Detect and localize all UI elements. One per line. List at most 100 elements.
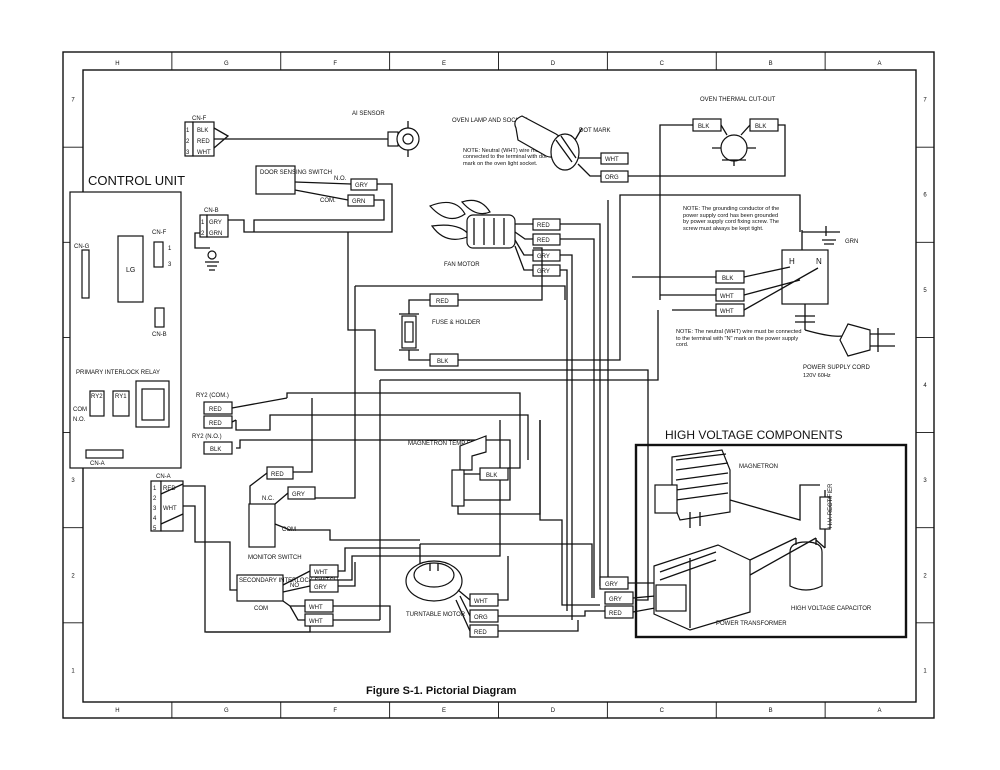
- lg-label: LG: [126, 267, 135, 274]
- grid-label-right: 4: [923, 383, 927, 389]
- hv-capacitor-terminals: [795, 538, 817, 545]
- lamp-wht-label: WHT: [605, 157, 619, 163]
- magnetron-label: MAGNETRON: [739, 464, 778, 470]
- cn-f-wire-wht: WHT: [197, 150, 211, 156]
- hv-gry-label-1: GRY: [605, 582, 618, 588]
- ry2-red-label-1: RED: [209, 407, 222, 413]
- cn-f-connector: CN-F 1 2 3 BLK RED WHT: [184, 116, 388, 157]
- high-voltage-components: HIGH VOLTAGE COMPONENTS MAGNETRON H.V. R…: [634, 428, 908, 639]
- magnetron-temp-fuse: MAGNETRON TEMP FUSE BLK: [408, 420, 541, 515]
- ai-sensor-label: AI SENSOR: [352, 111, 385, 117]
- terminal-block-fixings: [795, 230, 815, 330]
- grid-label-bottom: F: [333, 708, 337, 714]
- cn-f-wire-blk: BLK: [197, 128, 208, 134]
- magnetron-fuse-label: MAGNETRON TEMP FUSE: [408, 441, 483, 447]
- fan-motor-ribs: [473, 218, 505, 245]
- transformer-laminations: [659, 551, 717, 628]
- ry1-label: RY1: [115, 394, 127, 400]
- power-supply-cord: POWER SUPPLY CORD 120V 60Hz: [803, 323, 895, 379]
- grid-label-bottom: B: [769, 708, 773, 714]
- turntable-org-label: ORG: [474, 615, 488, 621]
- thermal-cutout-wires: [628, 124, 786, 300]
- grid-label-left: 7: [71, 98, 75, 104]
- grounding-note: NOTE: The grounding conductor of the pow…: [683, 206, 780, 232]
- harness-neutral: [379, 310, 659, 620]
- hv-capacitor-label: HIGH VOLTAGE CAPACITOR: [791, 606, 872, 612]
- cn-b-label: CN-B: [204, 208, 219, 214]
- lg-block: [117, 235, 144, 303]
- cn-g-connector: [81, 249, 90, 299]
- hv-internal-wiring: [749, 537, 826, 576]
- fan-gry-label-2: GRY: [537, 269, 550, 275]
- magnetron-fins: [675, 453, 729, 501]
- grid-label-right: 6: [923, 193, 927, 199]
- ai-sensor-cable: [213, 127, 388, 149]
- harness-gry-main: [315, 285, 566, 499]
- door-switch-com: COM.: [320, 198, 336, 204]
- relay-com-label: COM: [73, 407, 87, 413]
- magnetron-leads: [689, 512, 701, 528]
- fuse-red-label: RED: [436, 299, 449, 305]
- magnetron-fuse-wires: [457, 420, 541, 515]
- magnetron-to-rectifier: [729, 484, 820, 521]
- fuse-wires: [408, 194, 801, 361]
- grn-ground-icon: [802, 226, 840, 245]
- neutral-note-box: NOTE: The neutral (WHT) wire must be con…: [676, 329, 802, 348]
- grid-label-bottom: G: [224, 708, 229, 714]
- control-chip-window: [141, 388, 165, 421]
- monitor-gry-label: GRY: [292, 492, 305, 498]
- power-wire-tags: BLK WHT WHT NOTE: The neutral (WHT) wire…: [632, 266, 819, 348]
- ry2-blk-tag: [203, 441, 233, 455]
- fan-motor-body: [466, 214, 516, 249]
- power-transformer-label: POWER TRANSFORMER: [716, 621, 787, 627]
- grid-label-top: F: [333, 61, 337, 67]
- cn-a-wires: [183, 485, 311, 633]
- cn-f-pin-label-1: 1: [186, 128, 190, 134]
- cn-a-pin-label-5: 5: [153, 526, 157, 532]
- oven-thermal-cutout: OVEN THERMAL CUT-OUT BLK BLK: [628, 97, 786, 300]
- secondary-com-label: COM: [254, 606, 268, 612]
- harness-lamp-org: [600, 200, 609, 583]
- fuse-label: FUSE & HOLDER: [432, 320, 481, 326]
- magnetron-antenna: [654, 484, 678, 514]
- cn-f-board-connector: [153, 241, 164, 268]
- relay-no-label: N.O.: [73, 417, 86, 423]
- magnetron-body: [671, 449, 731, 521]
- door-switch-wires: [228, 181, 393, 233]
- secondary-interlock-switch: SECONDARY INTERLOCK SWITCH NO COM WHT GR…: [206, 547, 420, 633]
- monitor-nc-label: N.C.: [262, 496, 274, 502]
- terminal-cord-lead: [804, 329, 849, 337]
- grid-label-right: 7: [923, 98, 927, 104]
- thermal-blk-label-2: BLK: [755, 124, 766, 130]
- grounding-section: NOTE: The grounding conductor of the pow…: [683, 206, 858, 337]
- cn-b-wire-block: [206, 214, 229, 238]
- grid-labels: HGFEDCBAHGFEDCBA76543217654321: [71, 61, 927, 714]
- cn-b-wire-grn: GRN: [209, 231, 222, 237]
- cn-b-connector: CN-B 1 2 GRY GRN: [194, 208, 229, 271]
- grid-label-right: 2: [923, 573, 927, 579]
- cn-b-wire-gry: GRY: [209, 220, 222, 226]
- turntable-red-label: RED: [474, 630, 487, 636]
- ry2-block-leads: [231, 397, 288, 423]
- cn-b-ground-lead: [194, 232, 210, 249]
- grid-label-right: 3: [923, 478, 927, 484]
- plug-body: [839, 323, 871, 357]
- power-wht-label-2: WHT: [720, 309, 734, 315]
- secondary-wht-label-2: WHT: [309, 605, 323, 611]
- fan-motor-label: FAN MOTOR: [444, 262, 480, 268]
- turntable-shaft: [429, 563, 439, 571]
- cn-a-board-label: CN-A: [90, 461, 105, 467]
- turntable-motor-label: TURNTABLE MOTOR: [406, 612, 466, 618]
- ai-sensor-lens: [402, 133, 414, 145]
- cn-b-pin-label-1: 1: [201, 220, 205, 226]
- ai-sensor: AI SENSOR: [352, 111, 420, 157]
- control-unit: CONTROL UNIT CN-G LG CN-F 1 3 CN-B PRIMA…: [69, 173, 185, 469]
- terminal-n: N: [816, 257, 822, 266]
- monitor-switch-wires: [249, 398, 420, 541]
- lamp-org-label: ORG: [605, 175, 619, 181]
- grid-label-bottom: D: [551, 708, 556, 714]
- oven-lamp: OVEN LAMP AND SOCKET DOT MARK NOTE: Neut…: [452, 115, 629, 183]
- fan-blade-2: [430, 224, 471, 240]
- fan-motor: FAN MOTOR RED RED GRY GRY: [428, 199, 601, 620]
